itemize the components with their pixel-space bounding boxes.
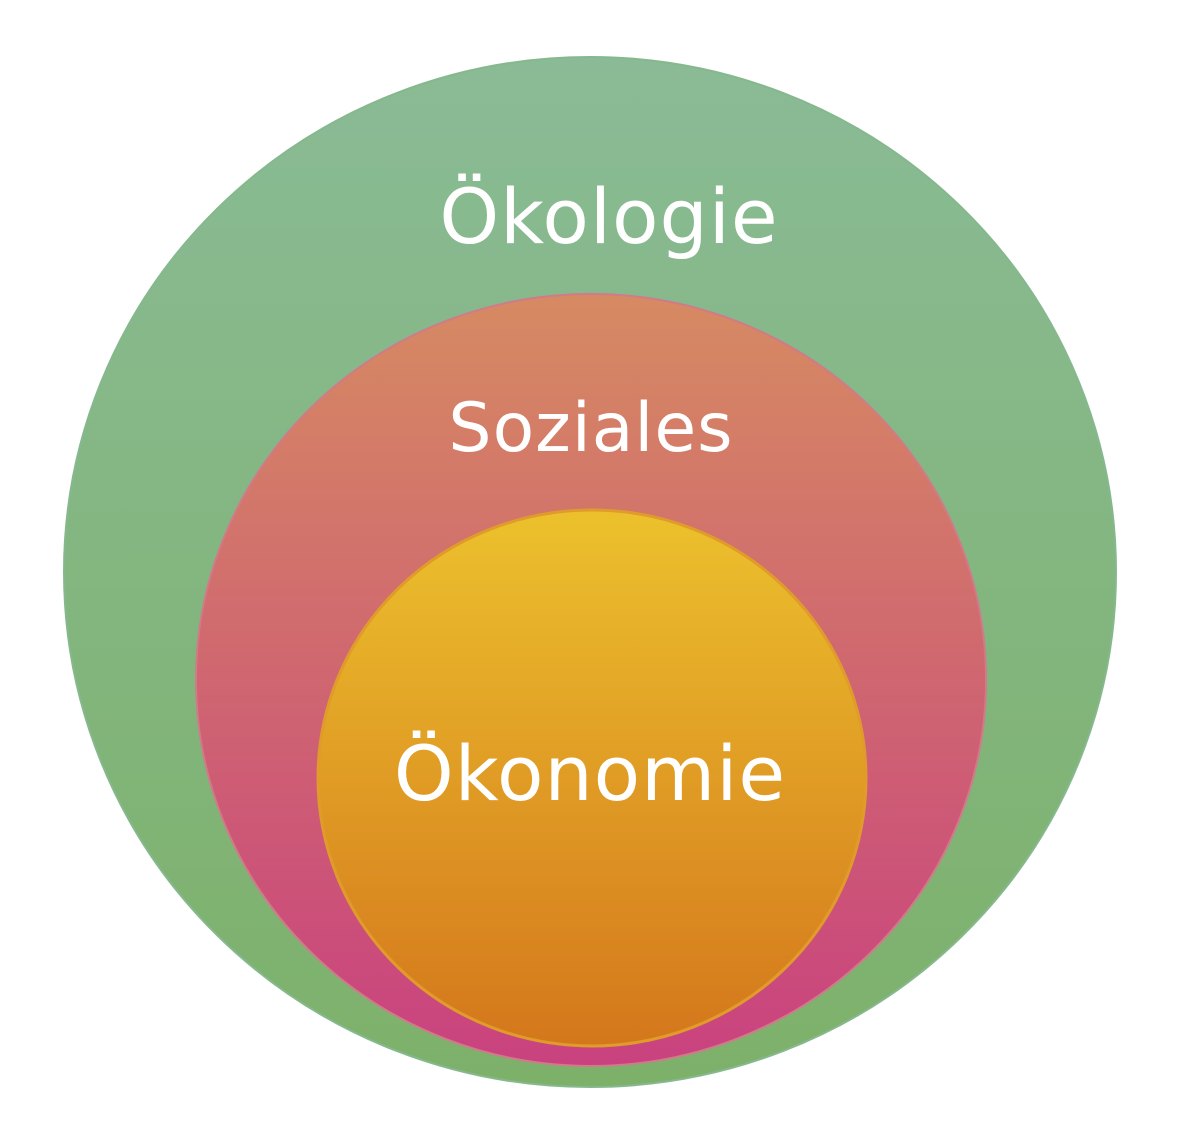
label-ecology: Ökologie [439, 172, 778, 261]
label-economy: Ökonomie [394, 729, 786, 818]
ring-economy [316, 508, 868, 1048]
label-social: Soziales [448, 389, 733, 468]
